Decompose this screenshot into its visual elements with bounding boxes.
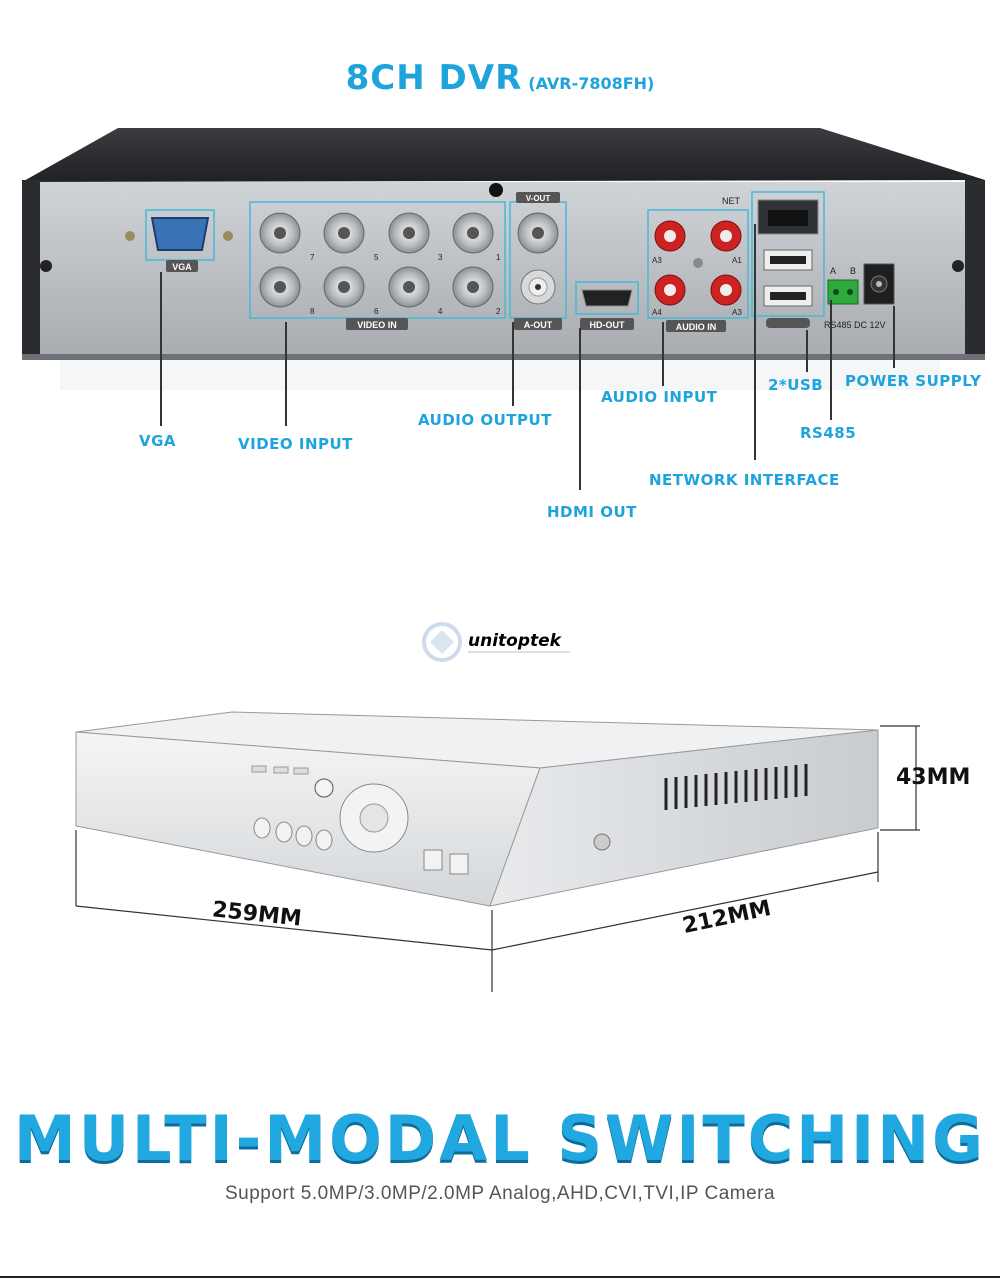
video-in-panel-label: VIDEO IN	[357, 320, 397, 330]
bnc-num-7: 7	[310, 253, 315, 262]
bnc-num-6: 6	[374, 307, 379, 316]
usb-leader	[806, 330, 808, 372]
rs485-dc-panel-label: RS485 DC 12V	[824, 320, 886, 330]
title-main: 8CH DVR	[345, 58, 523, 98]
callout-vga: VGA	[139, 432, 177, 450]
hdmi-out-leader	[579, 328, 581, 490]
callout-power-supply: POWER SUPPLY	[845, 372, 982, 390]
dimension-height: 43MM	[896, 765, 971, 790]
audio-output-leader	[512, 322, 514, 406]
audio-in-panel-label: AUDIO IN	[676, 322, 717, 332]
callout-audio-input: AUDIO INPUT	[601, 388, 718, 406]
bnc-num-8: 8	[310, 307, 315, 316]
dvr-rear-panel: VGA 7 5 3 1 8 6 4 2 VIDEO IN V-OUT A-OUT…	[22, 128, 985, 390]
rs485-leader	[830, 300, 832, 420]
audio-label-a3-bottom: A3	[732, 308, 742, 317]
rs485-a-label: A	[830, 266, 836, 276]
power-supply-leader	[893, 306, 895, 368]
net-panel-label: NET	[722, 196, 741, 206]
bnc-num-1: 1	[496, 253, 501, 262]
callout-hdmi-out: HDMI OUT	[547, 503, 637, 521]
bnc-num-4: 4	[438, 307, 443, 316]
callout-video-input: VIDEO INPUT	[238, 435, 353, 453]
headline: MULTI-MODAL SWITCHING	[14, 1102, 986, 1175]
vga-leader	[160, 272, 162, 426]
callout-usb: 2*USB	[768, 376, 824, 394]
video-input-leader	[285, 322, 287, 426]
hd-out-panel-label: HD-OUT	[590, 320, 625, 330]
logo-text: unitoptek	[468, 631, 563, 651]
network-interface-leader	[754, 224, 756, 460]
rs485-b-label: B	[850, 266, 856, 276]
bnc-num-2: 2	[496, 307, 501, 316]
vga-panel-label: VGA	[172, 262, 192, 272]
brand-logo: unitoptek	[420, 620, 580, 669]
a-out-panel-label: A-OUT	[524, 320, 553, 330]
bottom-divider	[0, 1276, 1000, 1278]
callout-network-interface: NETWORK INTERFACE	[649, 471, 840, 489]
audio-label-a1: A1	[732, 256, 742, 265]
callout-audio-output: AUDIO OUTPUT	[418, 411, 552, 429]
dvr-front-view	[75, 711, 920, 992]
audio-label-a3-top: A3	[652, 256, 662, 265]
v-out-panel-label: V-OUT	[526, 194, 551, 203]
page-title: 8CH DVR (AVR-7808FH)	[0, 58, 1000, 98]
title-model: (AVR-7808FH)	[528, 74, 655, 93]
audio-label-a4: A4	[652, 308, 662, 317]
bnc-connectors	[259, 212, 494, 308]
subline: Support 5.0MP/3.0MP/2.0MP Analog,AHD,CVI…	[224, 1183, 776, 1204]
callout-rs485: RS485	[800, 424, 857, 442]
bnc-num-5: 5	[374, 253, 379, 262]
bnc-num-3: 3	[438, 253, 443, 262]
audio-input-leader	[662, 322, 664, 386]
